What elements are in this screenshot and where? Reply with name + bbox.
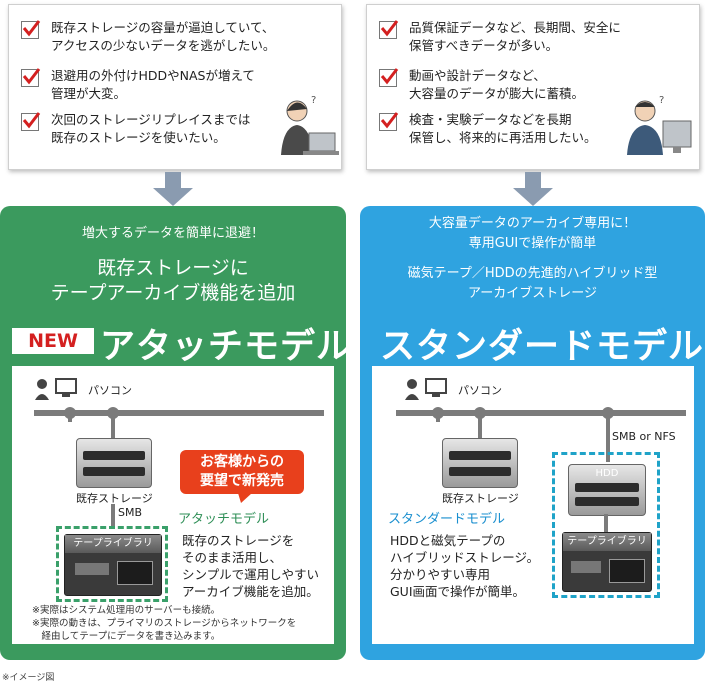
pc-label: パソコン	[458, 384, 502, 397]
tape-library-icon: テープライブラリ	[562, 532, 652, 592]
new-badge: NEW	[12, 328, 94, 354]
thinking-man-icon: ?	[627, 95, 692, 155]
standard-headline: 磁気テープ／HDDの先進的ハイブリッド型 アーカイブストレージ	[407, 266, 658, 301]
storage-label: 既存ストレージ	[442, 492, 519, 505]
checkbox-icon	[21, 20, 41, 39]
connector-line	[436, 410, 440, 422]
need-item: 検査・実験データなどを長期 保管し、将来的に再活用したい。	[379, 111, 597, 147]
connector-line	[111, 410, 115, 440]
connector-line	[606, 410, 610, 462]
storage-label: 既存ストレージ	[76, 492, 153, 505]
attach-lead: 増大するデータを簡単に退避！	[81, 226, 264, 241]
checkbox-icon	[379, 112, 399, 131]
standard-model-title: スタンダードモデル	[380, 327, 705, 367]
checkbox-icon	[379, 20, 399, 39]
need-item: 既存ストレージの容量が逼迫していて、 アクセスの少ないデータを逃がしたい。	[21, 19, 275, 55]
connector-line	[604, 514, 608, 532]
connector-line	[68, 410, 72, 422]
attach-headline: 既存ストレージに テープアーカイブ機能を追加	[50, 257, 296, 304]
existing-storage-icon	[442, 438, 518, 488]
image-note: ※イメージ図	[2, 673, 55, 683]
need-item: 動画や設計データなど、 大容量のデータが膨大に蓄積。	[379, 67, 584, 103]
attach-model-title: アタッチモデル	[100, 327, 353, 367]
need-item: 品質保証データなど、長期間、安全に 保管すべきデータが多い。	[379, 19, 621, 55]
checkbox-icon	[379, 68, 399, 87]
checkbox-icon	[21, 112, 41, 131]
callout-pointer-icon	[238, 493, 252, 503]
pc-label: パソコン	[88, 384, 132, 397]
hdd-storage-icon: HDD	[568, 464, 646, 516]
protocol-label: SMB or NFS	[612, 430, 676, 443]
need-item: 退避用の外付けHDDやNASが増えて 管理が大変。	[21, 67, 255, 103]
standard-sub-title: スタンダードモデル	[388, 512, 506, 527]
connector-line	[111, 504, 115, 526]
connector-line	[478, 410, 482, 440]
attach-notes: ※実際はシステム処理用のサーバーも接続。 ※実際の動きは、プライマリのストレージ…	[32, 605, 297, 642]
worried-woman-icon: ?	[281, 95, 339, 155]
smb-label: SMB	[118, 506, 143, 519]
down-arrow-icon	[153, 172, 193, 206]
attach-description: 既存のストレージを そのまま活用し、 シンプルで運用しやすい アーカイブ機能を追…	[182, 533, 320, 599]
tape-library-icon: テープライブラリ	[64, 534, 162, 596]
network-line	[396, 410, 686, 416]
svg-text:?: ?	[311, 95, 316, 106]
need-item: 次回のストレージリプレイスまでは 既存のストレージを使いたい。	[21, 111, 250, 147]
attach-sub-title: アタッチモデル	[178, 512, 270, 527]
network-line	[34, 410, 324, 416]
pc-icon	[405, 378, 447, 400]
checkbox-icon	[21, 68, 41, 87]
down-arrow-icon	[513, 172, 553, 206]
standard-description: HDDと磁気テープの ハイブリッドストレージ。 分かりやすい専用 GUI画面で操…	[390, 533, 540, 599]
svg-text:?: ?	[659, 95, 664, 106]
pc-icon	[35, 378, 77, 400]
new-release-callout: お客様からの 要望で新発売	[180, 450, 304, 494]
standard-diagram: パソコン SMB or NFS 既存ストレージ HDD テープライブラリ スタン…	[372, 366, 694, 644]
standard-lead: 大容量データのアーカイブ専用に！ 専用GUIで操作が簡単	[428, 216, 637, 251]
attach-dashed-frame	[56, 526, 168, 602]
standard-needs-box: 品質保証データなど、長期間、安全に 保管すべきデータが多い。 動画や設計データな…	[366, 4, 700, 170]
standard-dashed-frame	[552, 452, 660, 598]
attach-diagram: パソコン 既存ストレージ SMB テープライブラリ お客様からの 要望で新発売 …	[12, 366, 334, 644]
attach-needs-box: 既存ストレージの容量が逼迫していて、 アクセスの少ないデータを逃がしたい。 退避…	[8, 4, 342, 170]
existing-storage-icon	[76, 438, 152, 488]
